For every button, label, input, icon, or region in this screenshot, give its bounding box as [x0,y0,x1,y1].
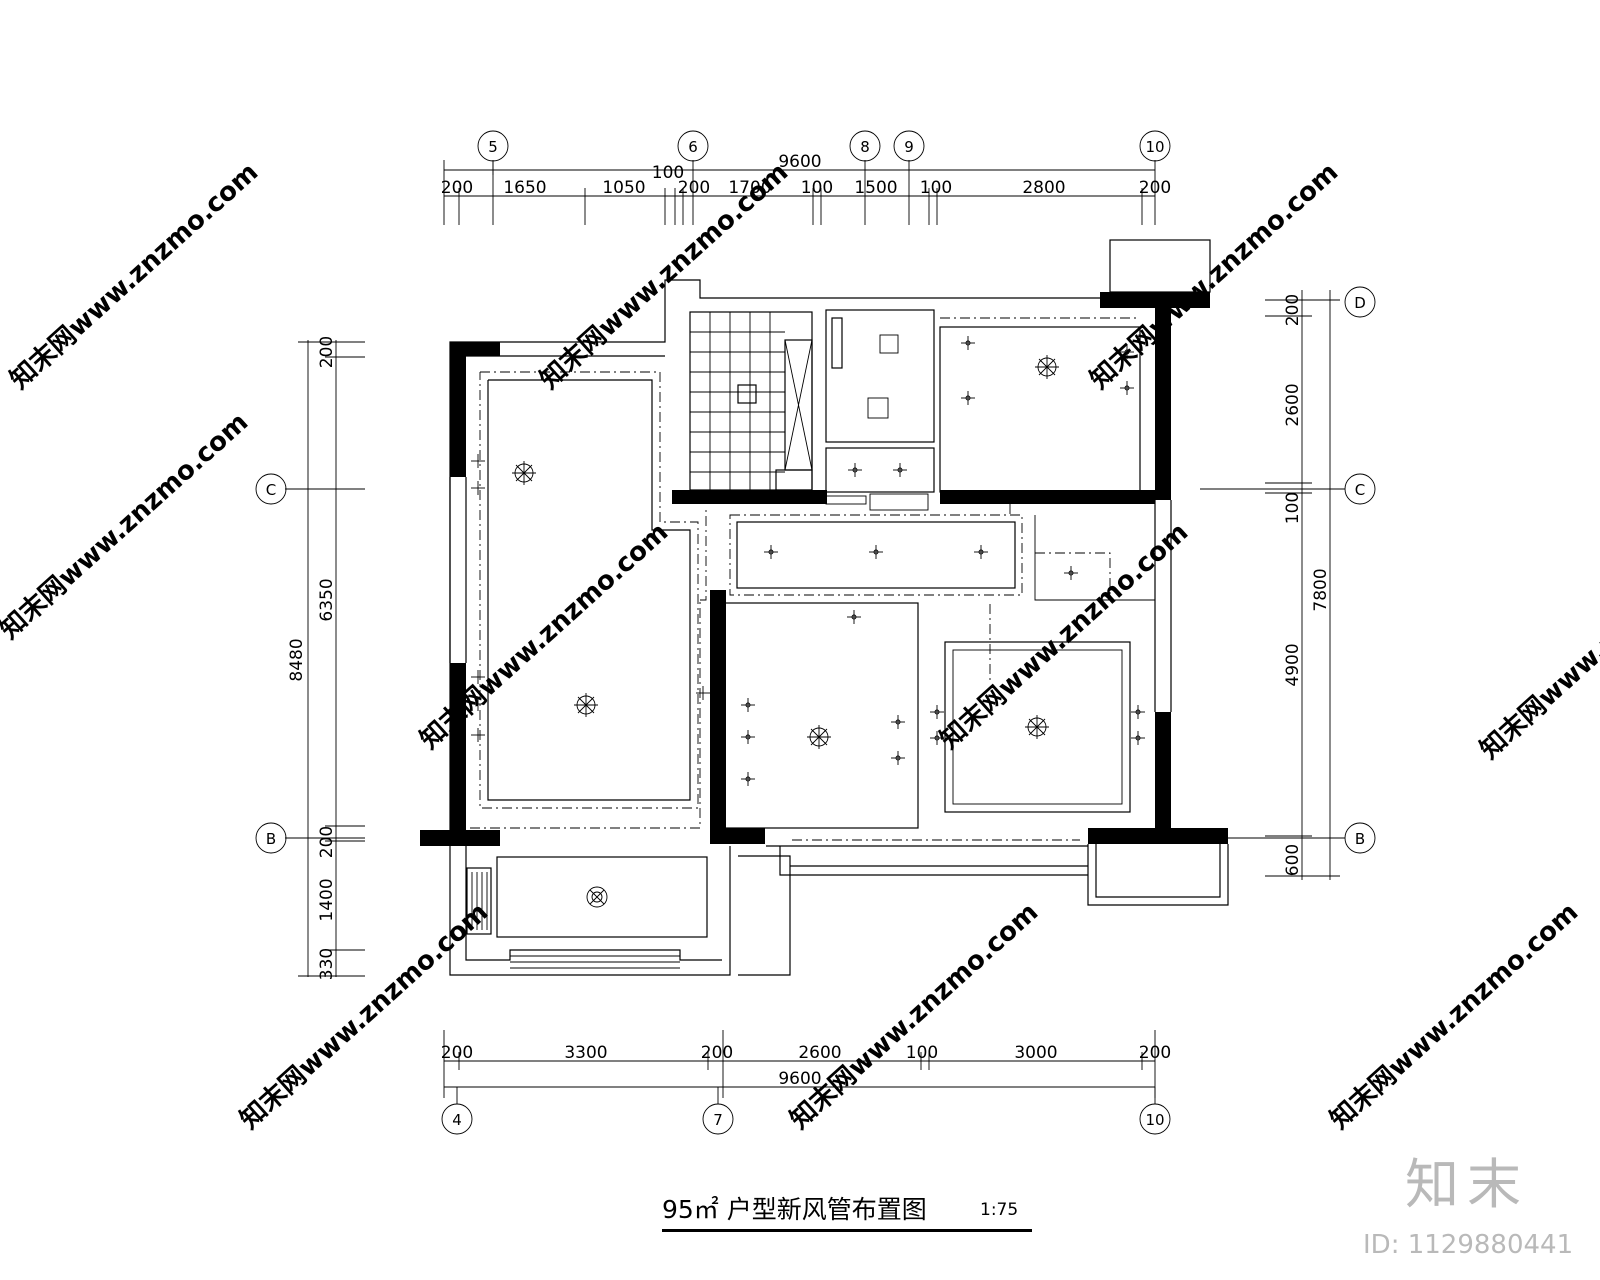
drawing-scale: 1:75 [980,1200,1019,1220]
grid-axis-label: 9 [904,138,914,156]
right-grid-axes: D C B [1344,286,1376,854]
dim-right-seg: 100 [1283,492,1303,524]
grid-axis-label: B [1355,830,1365,848]
air-vents-and-downlights [471,336,1145,786]
dim-right-seg: 4900 [1283,643,1303,686]
right-dimension-chain: 200 2600 100 4900 600 7800 [1200,290,1345,880]
dim-top-seg: 100 [801,178,833,198]
grid-axis-label: 5 [488,138,498,156]
dim-bottom-seg: 2600 [798,1043,841,1063]
ceiling-light-fixtures [512,355,1059,908]
dim-bottom-seg: 200 [1139,1043,1171,1063]
left-dimension-chain: 8480 6350 200 200 1400 330 [285,336,365,980]
watermark-text: 知末网www.znzmo.com [785,897,1045,1135]
grid-axis-label: 6 [688,138,698,156]
dim-left-seg: 1400 [317,878,337,921]
drawing-title-block: 95㎡ 户型新风管布置图 1:75 [662,1190,1032,1236]
dim-top-seg: 1700 [728,178,771,198]
dim-right-seg: 2600 [1283,383,1303,426]
grid-reference-lines [286,488,365,839]
dim-left-sub: 6350 [317,578,337,621]
watermark-text: 知末网www.znzmo.com [235,897,495,1135]
dim-top-seg: 2800 [1022,178,1065,198]
title-underline [662,1229,1032,1232]
grid-axis-label: 8 [860,138,870,156]
dim-top-seg: 200 [1139,178,1171,198]
dim-right-total: 7800 [1311,568,1331,611]
grid-axis-label: D [1354,294,1366,312]
dim-left-seg: 330 [317,948,337,980]
dim-top-total: 9600 [778,152,821,172]
top-dimension-chain: 9600 100 200 1650 1050 200 1700 100 1500… [441,152,1171,225]
drawing-title: 95㎡ 户型新风管布置图 [662,1195,927,1224]
dim-top-seg: 100 [920,178,952,198]
dim-right-seg: 600 [1283,844,1303,876]
top-grid-axes: 5 6 8 9 10 [477,130,1171,175]
bottom-grid-axes: 4 7 10 [441,1087,1171,1135]
dim-bottom-seg: 3300 [564,1043,607,1063]
dim-top-note: 100 [652,163,684,183]
dim-bottom-total: 9600 [778,1069,821,1089]
fresh-air-duct-runs [470,317,1140,841]
watermark-logo: 知末 [1405,1153,1529,1216]
watermark-text: 知末网www.znzmo.com [1325,897,1585,1135]
grid-axis-label: 7 [713,1111,723,1129]
left-grid-axes: C B [255,473,287,854]
grid-axis-label: C [266,481,276,499]
dim-right-seg: 200 [1283,294,1303,326]
watermark-text: 知末网www.znzmo.com [0,407,254,645]
dim-top-seg: 200 [678,178,710,198]
grid-axis-label: 10 [1145,1111,1164,1129]
dim-top-seg: 200 [441,178,473,198]
dim-left-seg: 200 [317,336,337,368]
dim-top-seg: 1500 [854,178,897,198]
watermark-text: 知末网www.znzmo.com [1085,157,1345,395]
bottom-dimension-chain: 200 3300 200 2600 100 3000 200 9600 [441,1030,1171,1098]
dim-bottom-seg: 3000 [1014,1043,1057,1063]
grid-axis-label: C [1355,481,1365,499]
dim-top-seg: 1650 [503,178,546,198]
dim-left-seg: 200 [317,826,337,858]
watermark-text: 知末网www.znzmo.com [1475,527,1600,765]
watermark-text: 知末网www.znzmo.com [5,157,265,395]
watermark-id: ID: 1129880441 [1363,1230,1574,1260]
room-ceiling-outlines [479,309,1155,829]
dim-bottom-seg: 100 [906,1043,938,1063]
dim-bottom-seg: 200 [441,1043,473,1063]
dim-bottom-seg: 200 [701,1043,733,1063]
dim-left-total: 8480 [287,638,307,681]
grid-axis-label: 10 [1145,138,1164,156]
floor-plan-walls [420,239,1229,976]
grid-axis-label: B [266,830,276,848]
grid-axis-label: 4 [452,1111,462,1129]
dim-top-seg: 1050 [602,178,645,198]
